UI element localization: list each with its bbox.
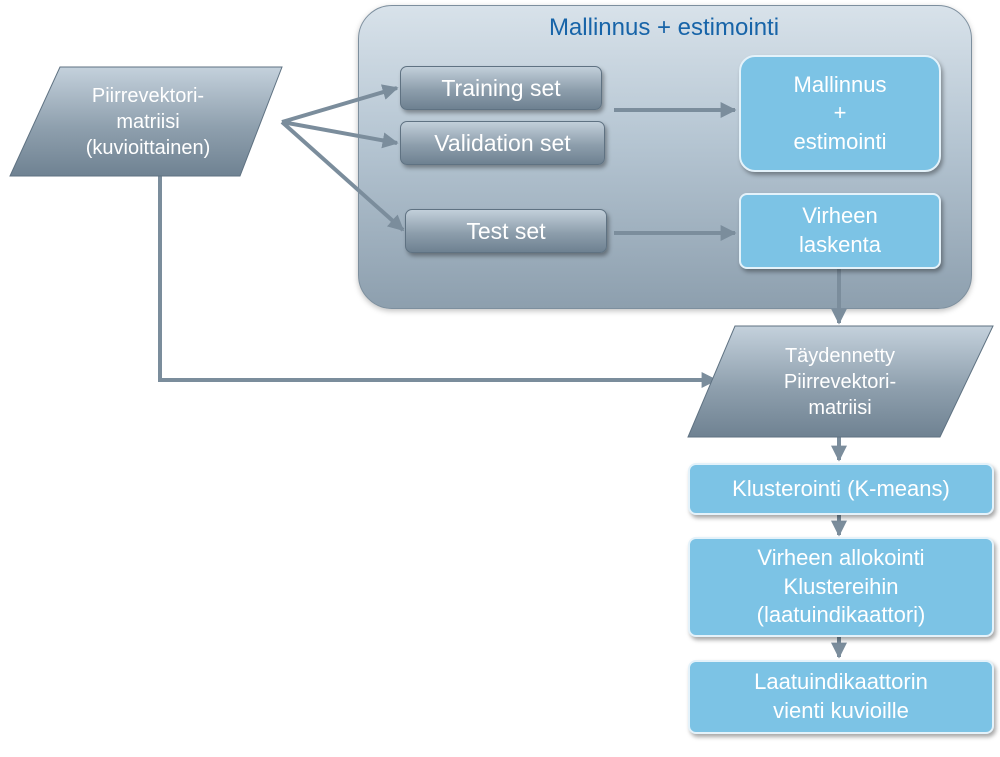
validation-set-label: Validation set: [434, 129, 571, 156]
allocation-line-3: (laatuindikaattori): [756, 602, 926, 628]
allocation-line-2: Klustereihin: [783, 573, 899, 599]
modeling-line-3: estimointi: [793, 128, 887, 154]
test-set-box: Test set: [405, 209, 607, 253]
error-allocation-box: Virheen allokointi Klustereihin (laatuin…: [688, 537, 994, 637]
training-set-box: Training set: [400, 66, 602, 110]
clustering-label: Klusterointi (K-means): [732, 475, 950, 501]
arrow-input-to-augmented: [158, 176, 718, 388]
arrow-to-validation: [281, 120, 399, 149]
input-line-3: (kuvioittainen): [85, 137, 211, 159]
augmented-matrix-shape: [687, 325, 994, 438]
error-calc-line-2: laskenta: [799, 232, 881, 257]
export-line-2: vienti kuvioille: [773, 698, 909, 723]
allocation-line-1: Virheen allokointi: [757, 545, 925, 571]
training-set-label: Training set: [441, 74, 561, 101]
test-set-label: Test set: [466, 217, 546, 244]
input-matrix-label: Piirrevektori- matriisi (kuvioittainen): [40, 70, 256, 174]
clustering-box: Klusterointi (K-means): [688, 463, 994, 515]
error-calc-line-1: Virheen: [802, 203, 878, 229]
augmented-line-1: Täydennetty: [784, 345, 896, 367]
input-matrix-shape: [9, 66, 283, 177]
group-title: Mallinnus + estimointi: [548, 14, 780, 41]
input-line-2: matriisi: [116, 111, 180, 133]
validation-set-box: Validation set: [400, 121, 605, 165]
arrow-to-training: [281, 84, 399, 124]
input-line-1: Piirrevektori-: [91, 85, 205, 107]
augmented-line-3: matriisi: [808, 397, 872, 419]
modeling-line-1: Mallinnus: [793, 71, 887, 97]
modeling-line-2: +: [833, 100, 847, 126]
export-box: Laatuindikaattorin vienti kuvioille: [688, 660, 994, 734]
arrow-to-test: [280, 120, 405, 232]
augmented-line-2: Piirrevektori-: [783, 371, 897, 393]
augmented-matrix-label: Täydennetty Piirrevektori- matriisi: [735, 330, 945, 434]
modeling-box: Mallinnus + estimointi: [739, 55, 941, 172]
error-calculation-box: Virheen laskenta: [739, 193, 941, 269]
export-line-1: Laatuindikaattorin: [754, 669, 928, 695]
